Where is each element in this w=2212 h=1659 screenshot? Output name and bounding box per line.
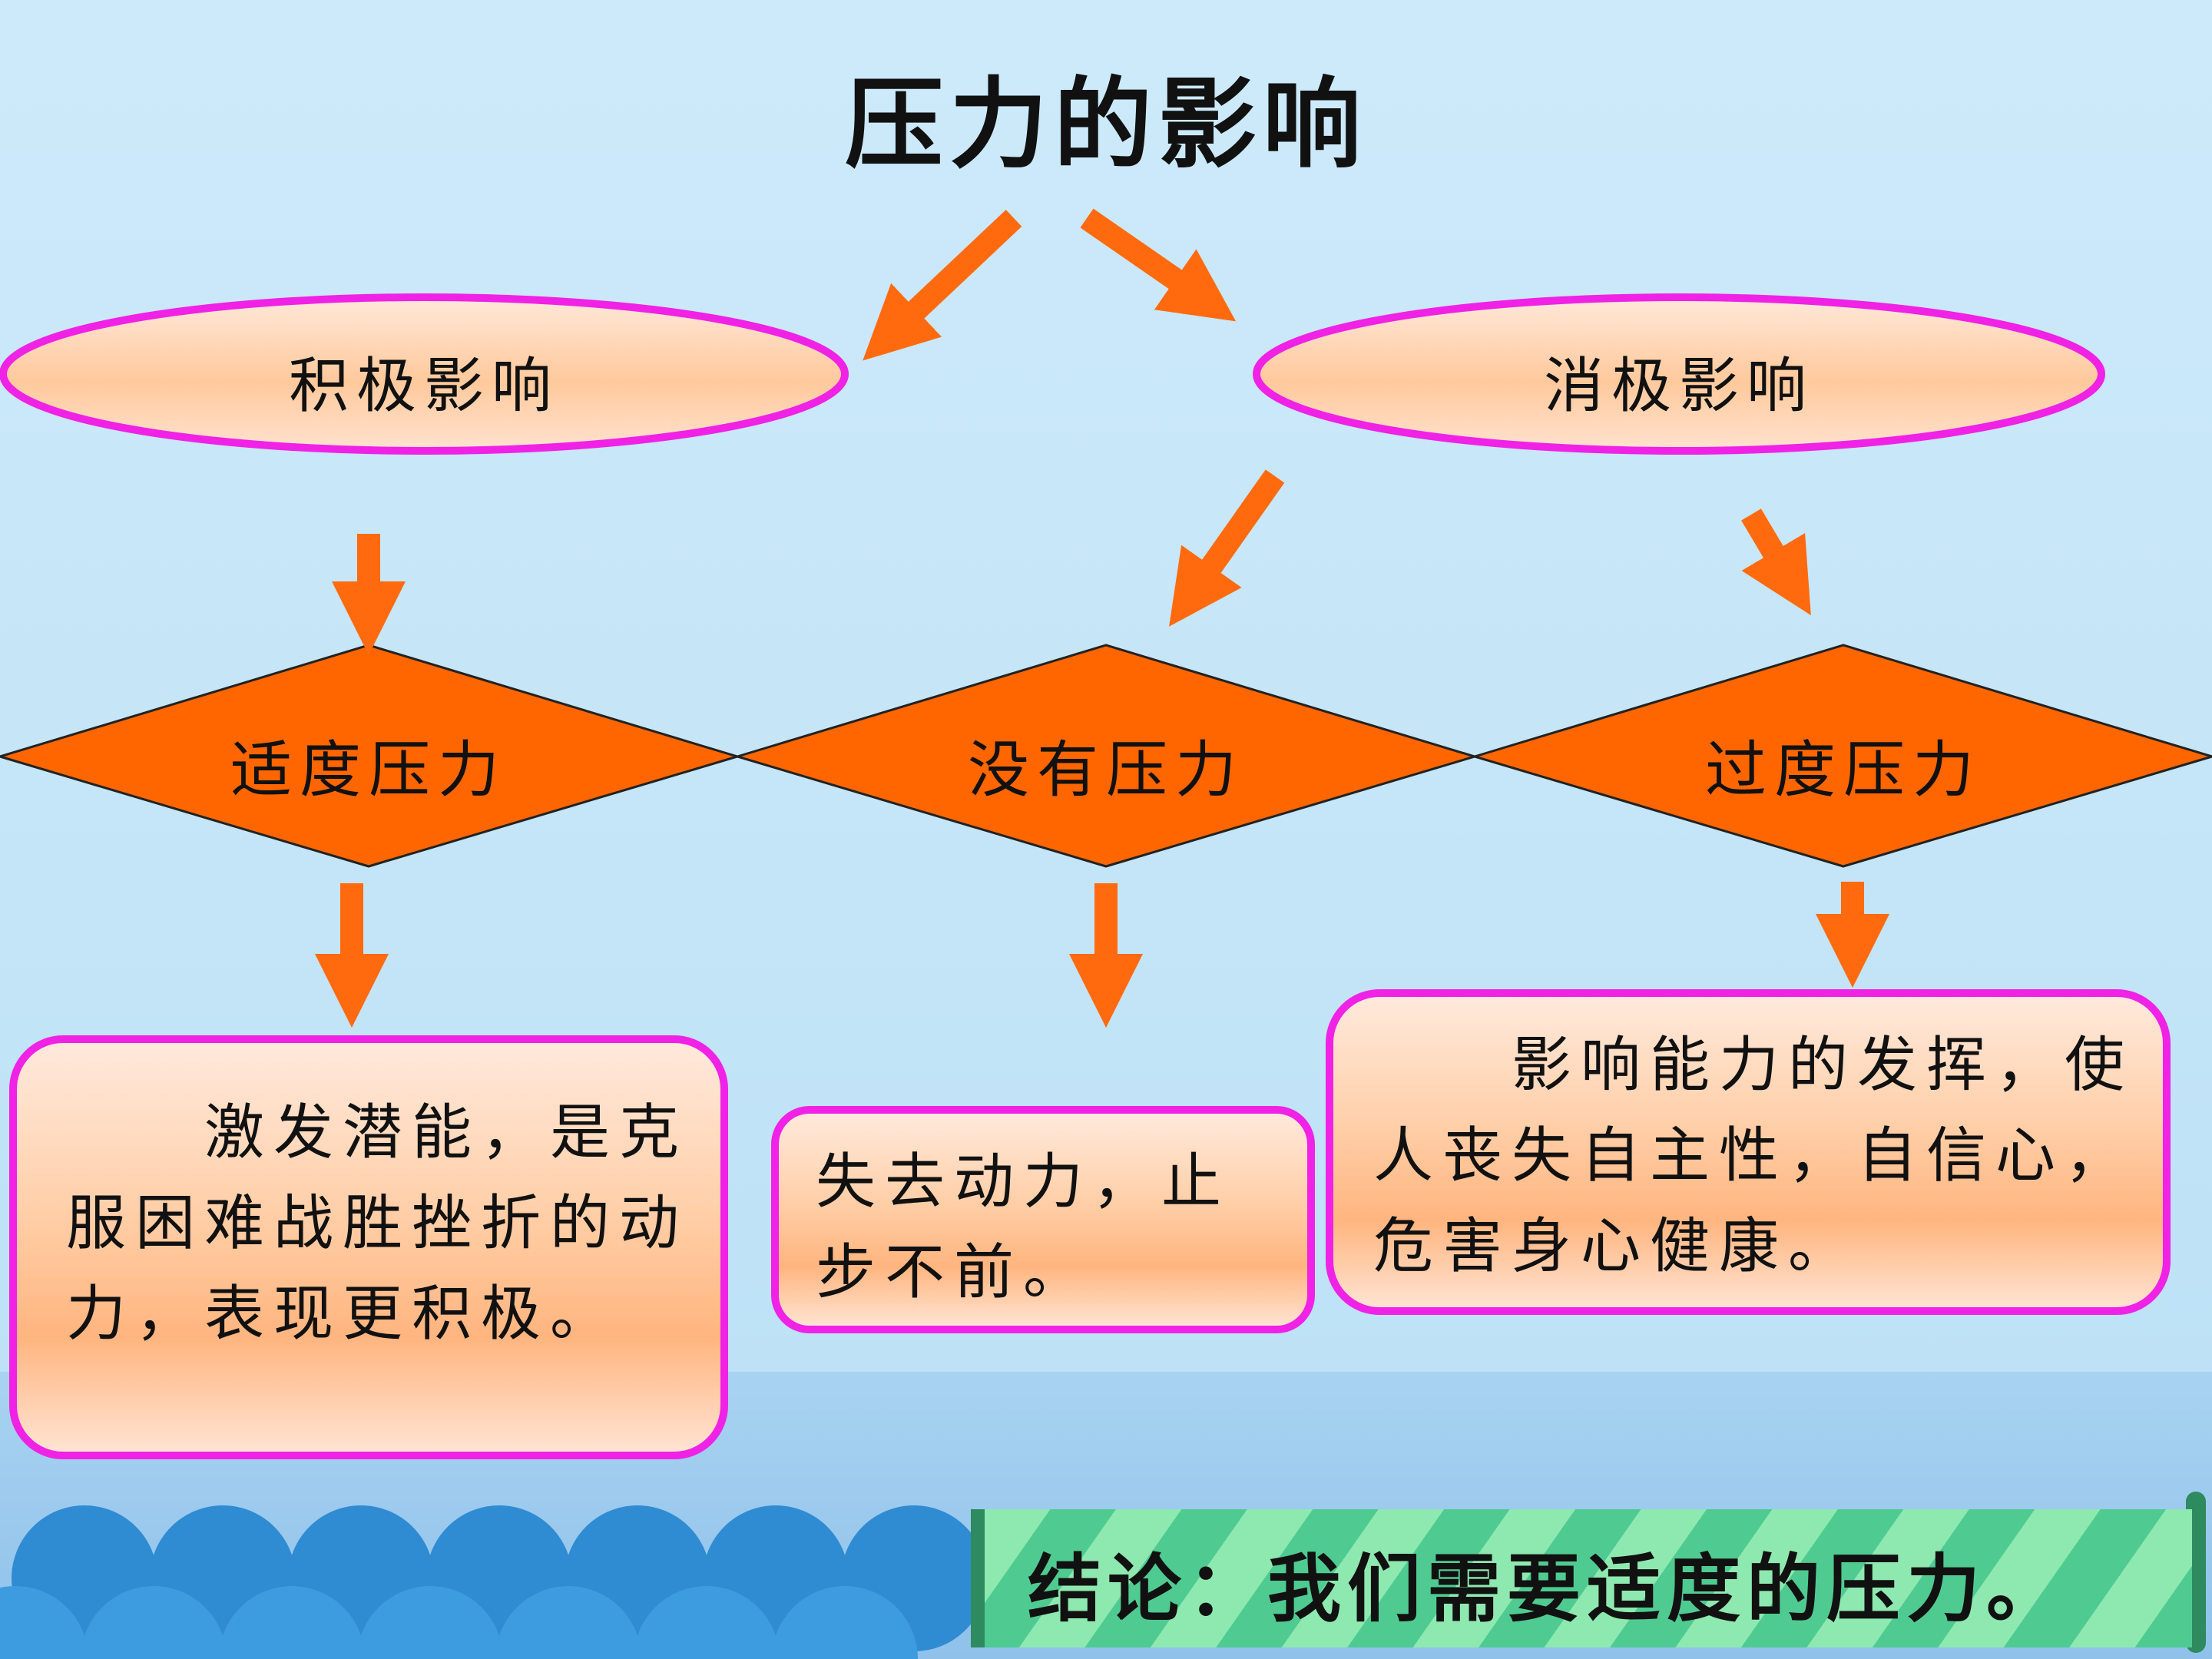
page-title: 压力的影响 [844, 67, 1367, 182]
oval-positive [0, 293, 849, 455]
outcome-box-excessive: 影响能力的发挥，使人丧失自主性，自信心，危害身心健康。 [1326, 989, 2171, 1315]
diamond-excessive-label: 过度压力 [1705, 734, 1982, 806]
oval-positive-label: 积极影响 [288, 352, 559, 421]
wave-decoration [0, 1505, 987, 1659]
arrow-title-to-positive [863, 210, 1022, 361]
diamond-moderate-label: 适度压力 [230, 734, 507, 806]
outcome-box-moderate: 激发潜能，是克服困难战胜挫折的动力，表现更积极。 [9, 1035, 728, 1459]
outcome-none-text: 失去动力，止步不前。 [816, 1147, 1231, 1307]
arrow-negative-to-none [1169, 469, 1285, 627]
arrow-negative-to-excessive [1741, 508, 1811, 616]
outcome-moderate-text: 激发潜能，是克服困难战胜挫折的动力，表现更积极。 [66, 1098, 689, 1349]
oval-negative-label: 消极影响 [1543, 352, 1814, 421]
oval-negative [1253, 293, 2105, 455]
conclusion-text: 结论：我们需要适度的压力。 [1028, 1545, 2066, 1632]
outcome-excessive-text: 影响能力的发挥，使人丧失自主性，自信心，危害身心健康。 [1373, 1031, 2134, 1281]
conclusion-banner: 结论：我们需要适度的压力。 [971, 1509, 2203, 1647]
diamond-excessive [1470, 644, 2212, 868]
arrow-title-to-negative [1080, 208, 1237, 322]
diamond-none-label: 没有压力 [968, 734, 1244, 806]
outcome-box-none: 失去动力，止步不前。 [771, 1106, 1315, 1333]
